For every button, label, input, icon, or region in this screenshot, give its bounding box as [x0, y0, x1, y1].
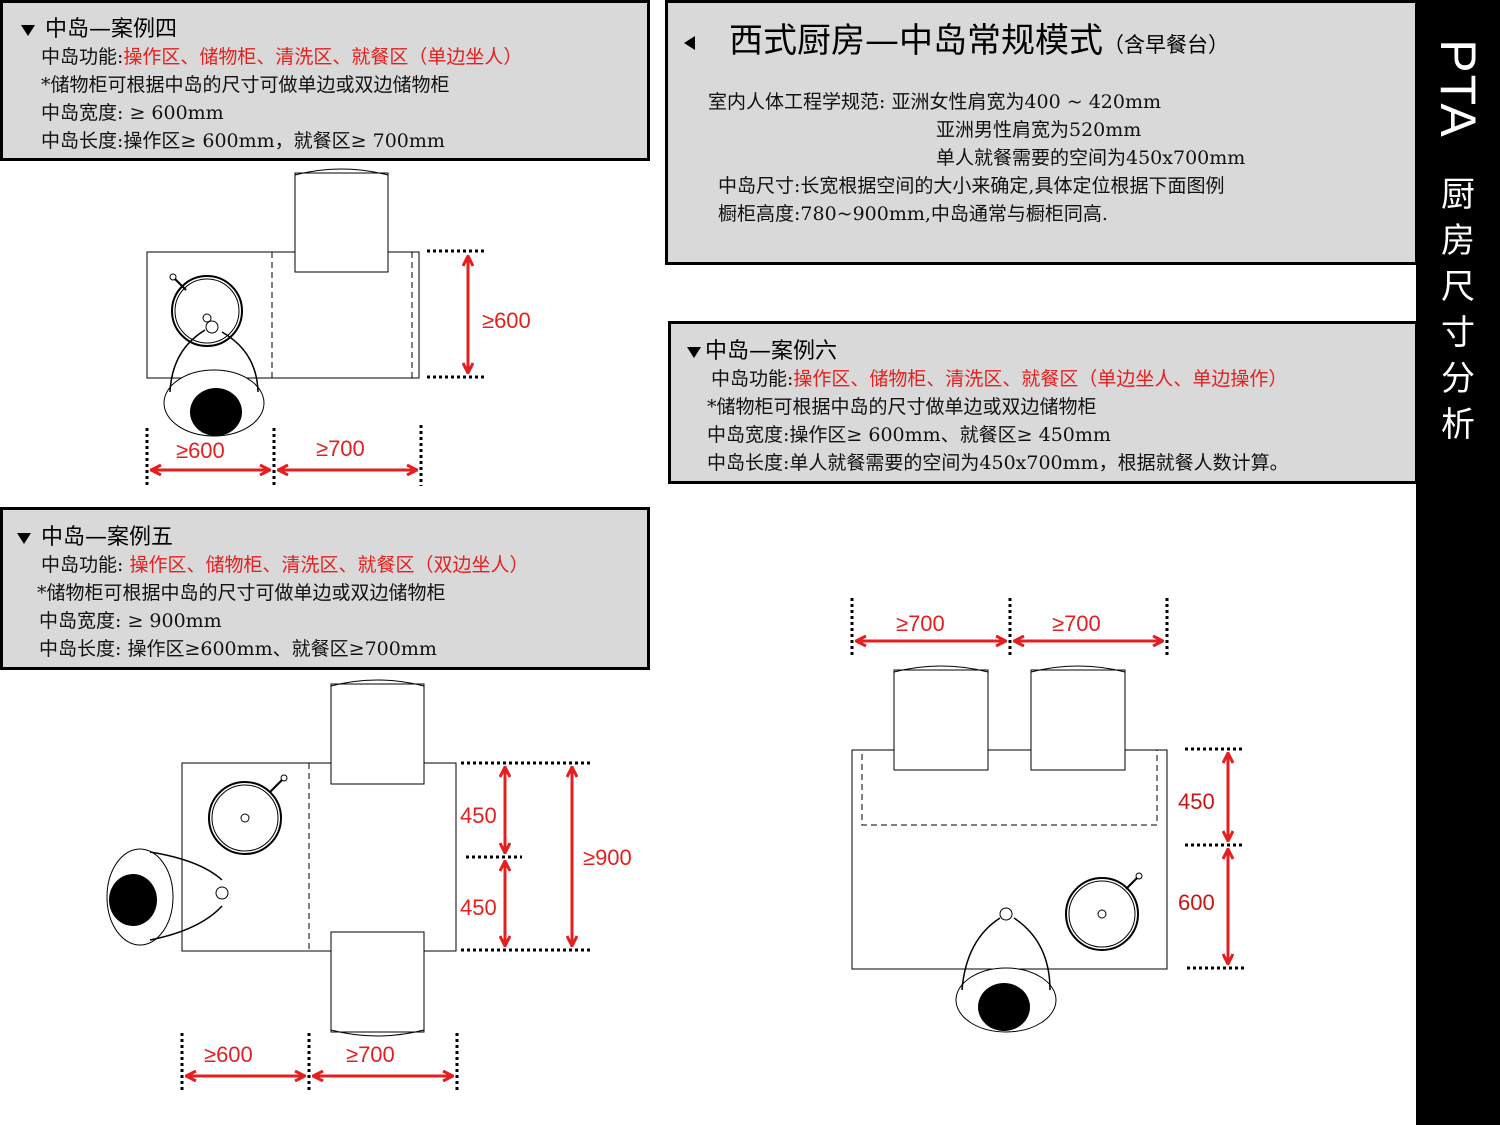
main-line-2: 亚洲男性肩宽为520mm	[936, 119, 1142, 141]
main-line-4: 中岛尺寸:长宽根据空间的大小来确定,具体定位根据下面图例	[718, 175, 1225, 197]
main-line-3: 单人就餐需要的空间为450x700mm	[936, 147, 1246, 169]
collapse-triangle-icon	[21, 24, 35, 36]
case5-note: *储物柜可根据中岛的尺寸可做单边或双边储物柜	[37, 582, 446, 604]
chair	[330, 931, 425, 1037]
sink-icon	[169, 273, 243, 347]
side-char: 尺	[1441, 267, 1475, 307]
case4-note: *储物柜可根据中岛的尺寸可做单边或双边储物柜	[41, 74, 450, 96]
case4-dim-height: ≥600	[482, 308, 531, 333]
case4-panel: 中岛—案例四 中岛功能:操作区、储物柜、清洗区、就餐区（单边坐人） *储物柜可根…	[0, 0, 650, 161]
case6-length: 中岛长度:单人就餐需要的空间为450x700mm，根据就餐人数计算。	[707, 452, 1289, 474]
case5-title: 中岛—案例五	[17, 519, 173, 551]
case6-width: 中岛宽度:操作区≥ 600mm、就餐区≥ 450mm	[707, 424, 1111, 446]
case4-dim-right: ≥700	[316, 436, 365, 461]
case5-length: 中岛长度: 操作区≥600mm、就餐区≥700mm	[39, 638, 437, 660]
chair	[1030, 665, 1126, 771]
case5-dim-total: ≥900	[583, 845, 632, 870]
island-counter	[181, 762, 457, 952]
case5-width: 中岛宽度: ≥ 900mm	[39, 610, 222, 632]
case6-dim-bottom: 600	[1178, 890, 1215, 915]
case6-function: 中岛功能:操作区、储物柜、清洗区、就餐区（单边坐人、单边操作）	[711, 368, 1288, 390]
case4-width: 中岛宽度: ≥ 600mm	[41, 102, 224, 124]
main-panel: 西式厨房—中岛常规模式（含早餐台） 室内人体工程学规范: 亚洲女性肩宽为400 …	[665, 0, 1418, 265]
main-line-1: 室内人体工程学规范: 亚洲女性肩宽为400 ~ 420mm	[708, 91, 1162, 113]
case5-panel: 中岛—案例五 中岛功能: 操作区、储物柜、清洗区、就餐区（双边坐人） *储物柜可…	[0, 507, 650, 670]
case6-note: *储物柜可根据中岛的尺寸做单边或双边储物柜	[707, 396, 1097, 418]
side-char: 析	[1441, 405, 1475, 445]
case4-dim-left: ≥600	[176, 438, 225, 463]
case6-dim-left: ≥700	[896, 611, 945, 636]
case6-panel: 中岛—案例六 中岛功能:操作区、储物柜、清洗区、就餐区（单边坐人、单边操作） *…	[668, 321, 1418, 484]
case6-dim-top: 450	[1178, 789, 1215, 814]
case6-drawing: ≥700 ≥700 450 600	[850, 598, 1247, 1033]
case5-function: 中岛功能: 操作区、储物柜、清洗区、就餐区（双边坐人）	[41, 554, 529, 576]
chair	[893, 665, 989, 771]
case4-length: 中岛长度:操作区≥ 600mm，就餐区≥ 700mm	[41, 130, 445, 152]
side-char: 寸	[1441, 313, 1475, 353]
side-bar	[1416, 0, 1500, 1125]
person-icon	[955, 907, 1057, 1033]
person-icon	[106, 848, 229, 946]
main-title: 西式厨房—中岛常规模式（含早餐台）	[684, 13, 1229, 62]
case4-function: 中岛功能:操作区、储物柜、清洗区、就餐区（单边坐人）	[41, 46, 523, 68]
case6-title: 中岛—案例六	[687, 333, 837, 365]
case4-drawing: ≥600 ≥600 ≥700	[145, 168, 531, 488]
side-char: 厨	[1441, 175, 1475, 215]
collapse-triangle-icon	[687, 346, 701, 358]
collapse-triangle-icon	[17, 532, 31, 544]
case5-dim-right: ≥700	[346, 1042, 395, 1067]
main-title-suffix: （含早餐台）	[1103, 33, 1229, 57]
main-line-5: 橱柜高度:780~900mm,中岛通常与橱柜同高.	[718, 203, 1108, 225]
island-counter	[851, 749, 1168, 970]
side-char: 分	[1441, 359, 1475, 399]
case4-title: 中岛—案例四	[21, 11, 177, 43]
case5-drawing: 450 450 ≥900 ≥600 ≥700	[106, 679, 632, 1093]
chair	[294, 168, 389, 273]
case5-dim-bottom: 450	[460, 895, 497, 920]
side-char: 房	[1441, 221, 1475, 261]
chair	[330, 679, 425, 785]
island-counter	[146, 251, 420, 379]
person-icon	[163, 320, 265, 437]
case5-dim-top: 450	[460, 803, 497, 828]
collapse-triangle-icon	[684, 35, 695, 50]
side-title: 厨 房 尺 寸 分 析	[1416, 172, 1500, 448]
sink-icon	[208, 774, 288, 855]
case5-dim-left: ≥600	[204, 1042, 253, 1067]
sink-icon	[1065, 872, 1143, 951]
case6-dim-right: ≥700	[1052, 611, 1101, 636]
